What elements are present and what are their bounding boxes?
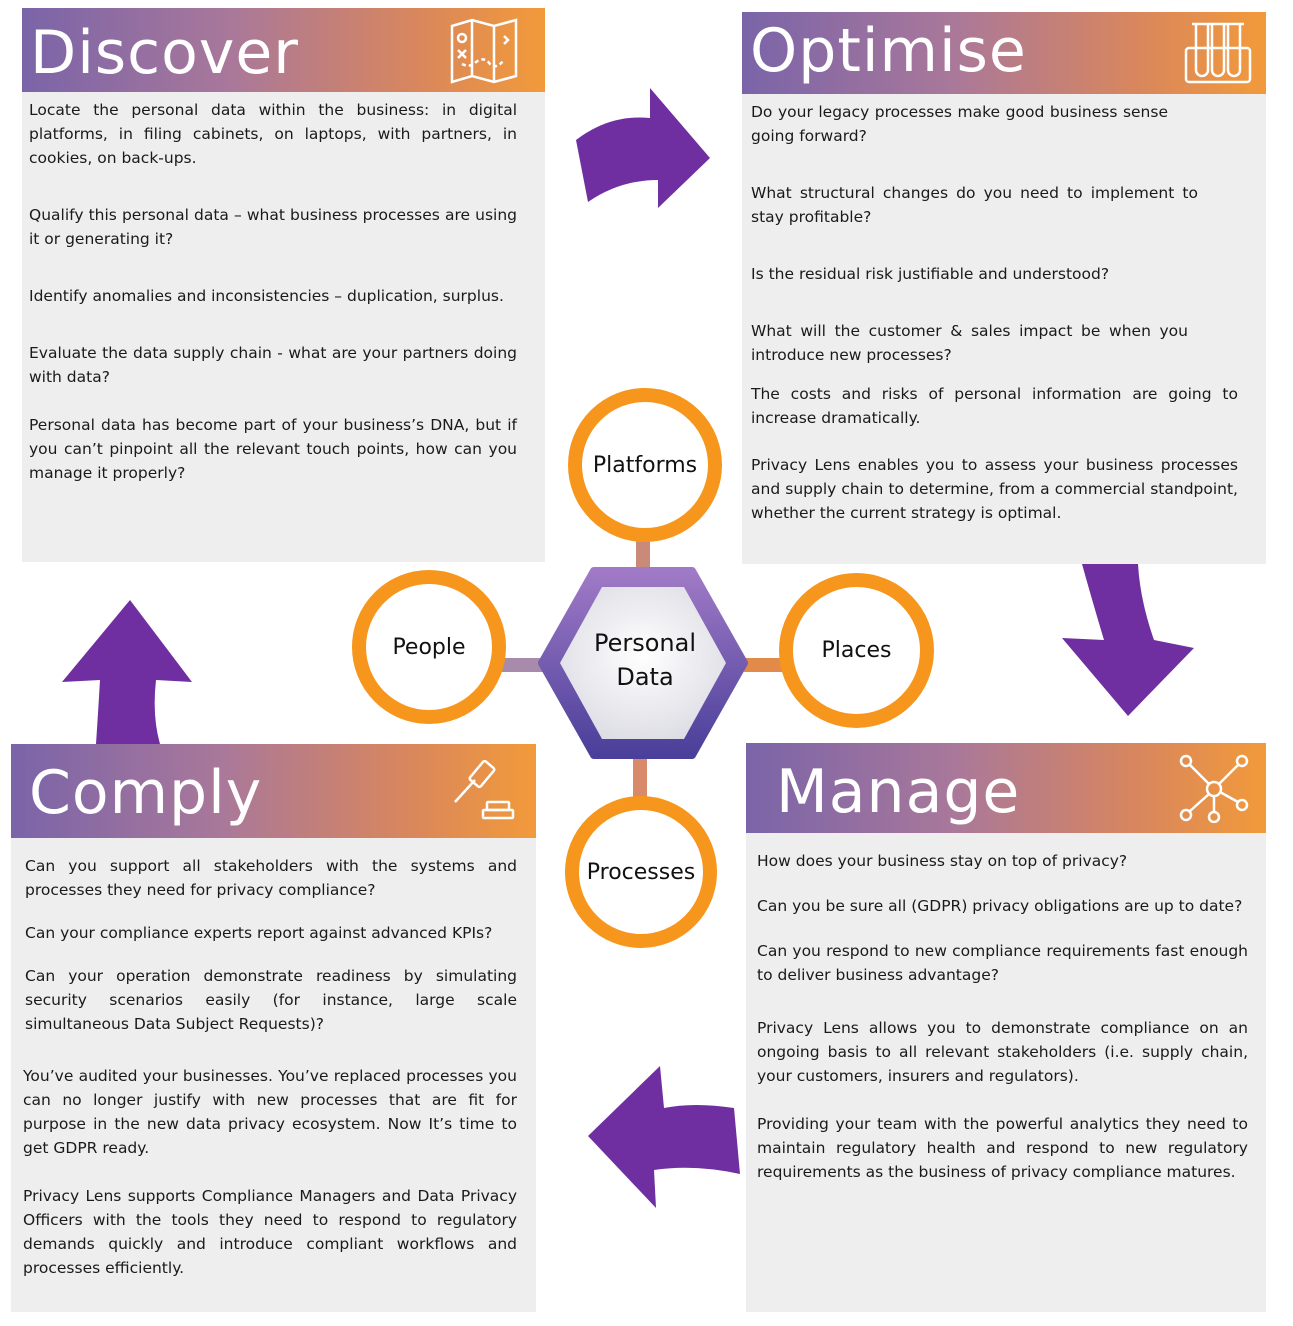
optimise-para-6: Privacy Lens enables you to assess your …	[751, 456, 1238, 522]
arrow-comply-to-discover	[62, 600, 192, 744]
arrow-discover-to-optimise	[576, 88, 710, 208]
connector-people	[500, 658, 546, 672]
personal-data-line-1: Personal	[593, 629, 697, 657]
manage-para-4: Privacy Lens allows you to demonstrate c…	[757, 1019, 1248, 1085]
discover-title: Discover	[30, 18, 299, 88]
manage-para-1: How does your business stay on top of pr…	[757, 852, 1128, 870]
manage-para-5: Providing your team with the powerful an…	[757, 1115, 1248, 1181]
discover-header: Discover	[22, 8, 545, 92]
optimise-para-4: What will the customer & sales impact be…	[751, 322, 1188, 364]
hub-people: People	[352, 570, 506, 724]
comply-para-4: You’ve audited your businesses. You’ve r…	[23, 1067, 517, 1157]
discover-para-1: Locate the personal data within the busi…	[29, 101, 517, 167]
discover-panel: Discover Locate the personal data within…	[22, 8, 545, 562]
connector-processes	[633, 756, 647, 800]
manage-body: How does your business stay on top of pr…	[746, 849, 1266, 1312]
personal-data-label: Personal Data	[570, 626, 720, 694]
manage-para-2: Can you be sure all (GDPR) privacy oblig…	[757, 897, 1243, 915]
discover-body: Locate the personal data within the busi…	[22, 98, 545, 562]
comply-para-1: Can you support all stakeholders with th…	[25, 857, 517, 899]
test-tubes-icon	[1184, 22, 1252, 84]
optimise-para-2: What structural changes do you need to i…	[751, 184, 1198, 226]
hub-processes-label: Processes	[586, 859, 696, 885]
comply-para-3: Can your operation demonstrate readiness…	[25, 967, 517, 1033]
comply-body: Can you support all stakeholders with th…	[11, 854, 536, 1312]
manage-panel: Manage How does your business stay on to…	[746, 743, 1266, 1312]
discover-para-3: Identify anomalies and inconsistencies –…	[29, 287, 504, 305]
comply-panel: Comply Can you support all stakeholders …	[11, 744, 536, 1312]
discover-para-4: Evaluate the data supply chain - what ar…	[29, 344, 517, 386]
discover-para-5: Personal data has become part of your bu…	[29, 416, 517, 482]
comply-para-2: Can your compliance experts report again…	[25, 924, 493, 942]
hub-platforms: Platforms	[568, 388, 722, 542]
comply-header: Comply	[11, 744, 536, 838]
optimise-title: Optimise	[750, 16, 1027, 86]
optimise-body: Do your legacy processes make good busin…	[742, 100, 1266, 564]
arrow-manage-to-comply	[588, 1066, 740, 1208]
optimise-header: Optimise	[742, 12, 1266, 94]
personal-data-line-2: Data	[616, 663, 674, 691]
gavel-icon	[454, 759, 515, 820]
optimise-para-5: The costs and risks of personal informat…	[751, 385, 1238, 427]
hub-people-label: People	[392, 634, 466, 660]
manage-para-3: Can you respond to new compliance requir…	[757, 942, 1248, 984]
hub-places-label: Places	[821, 638, 892, 663]
personal-data-hexagon	[538, 567, 748, 759]
hub-places: Places	[779, 573, 934, 728]
manage-title: Manage	[776, 757, 1021, 827]
optimise-para-3: Is the residual risk justifiable and und…	[751, 265, 1110, 283]
optimise-para-1: Do your legacy processes make good busin…	[751, 103, 1168, 145]
network-icon	[1179, 754, 1249, 823]
discover-para-2: Qualify this personal data – what busine…	[29, 206, 517, 248]
map-icon	[450, 18, 518, 84]
manage-header: Manage	[746, 743, 1266, 833]
connector-places	[744, 658, 784, 672]
optimise-panel: Optimise Do your legacy processes make g…	[742, 12, 1266, 564]
hub-processes: Processes	[565, 796, 717, 948]
comply-para-5: Privacy Lens supports Compliance Manager…	[23, 1187, 517, 1277]
comply-title: Comply	[29, 758, 263, 828]
hub-platforms-label: Platforms	[592, 452, 698, 478]
arrow-optimise-to-manage	[1062, 564, 1194, 716]
